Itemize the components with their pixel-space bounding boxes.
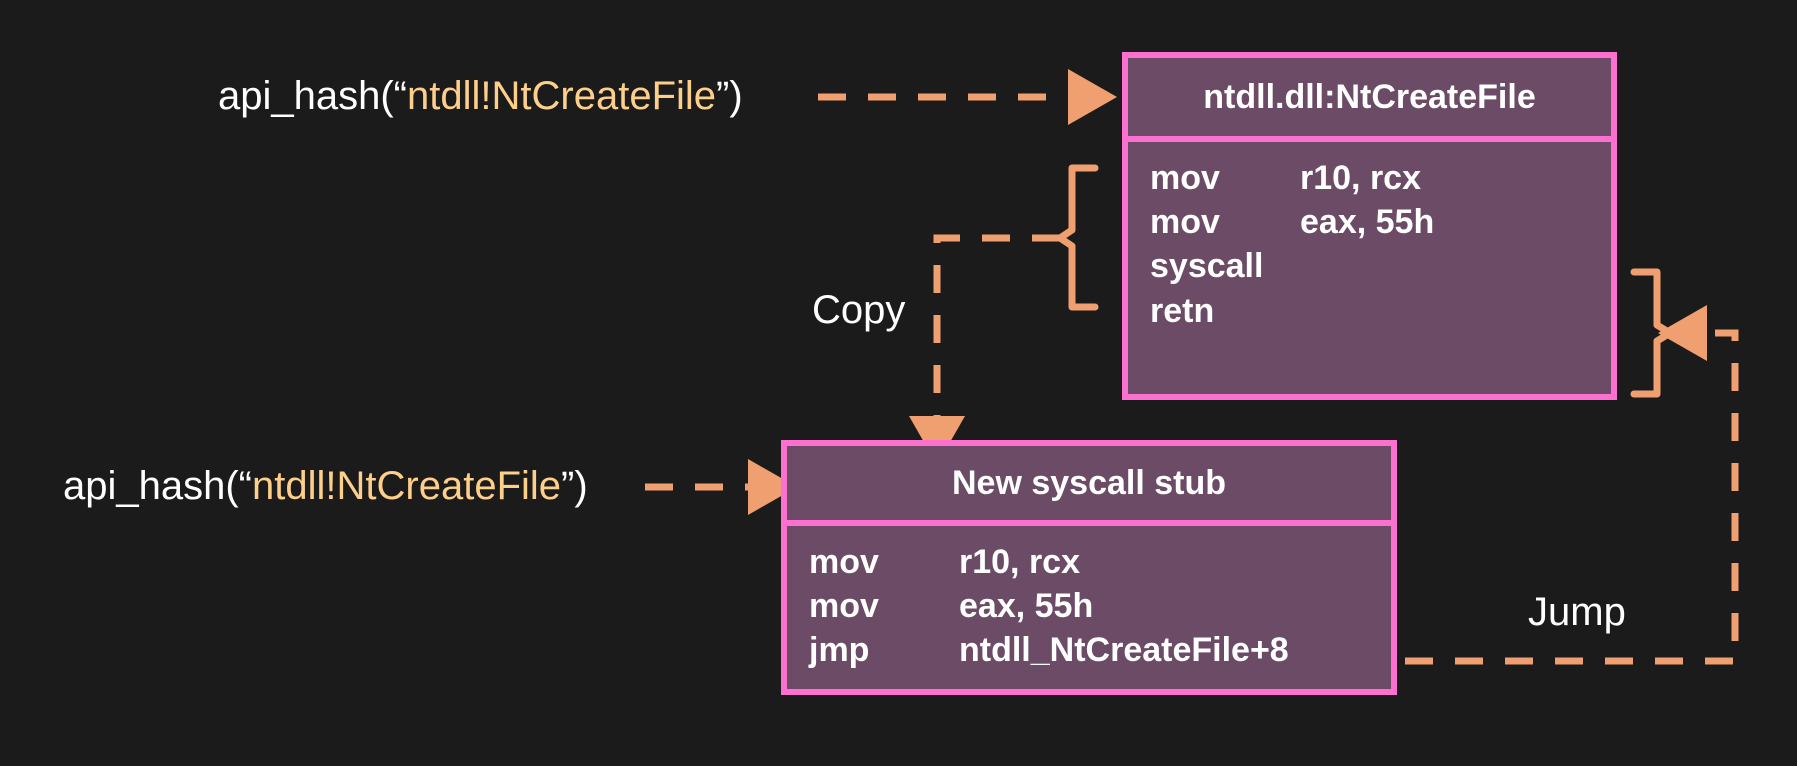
stub-box-body: mov r10, rcx mov eax, 55h jmp ntdll_NtCr… xyxy=(787,526,1391,673)
asm-operands xyxy=(1300,244,1611,288)
ntdll-box-body: mov r10, rcx mov eax, 55h syscall retn xyxy=(1128,142,1611,333)
asm-row: mov r10, rcx xyxy=(1150,156,1611,200)
asm-row: syscall xyxy=(1150,244,1611,288)
asm-row: retn xyxy=(1150,289,1611,333)
asm-operands: eax, 55h xyxy=(1300,203,1435,242)
arrow-copy xyxy=(909,234,1060,465)
api-hash-suffix-bottom: ”) xyxy=(561,464,588,508)
api-hash-arg-top: ntdll!NtCreateFile xyxy=(407,74,717,118)
asm-mnemonic: jmp xyxy=(809,631,870,670)
asm-mnemonic: mov xyxy=(809,587,879,626)
asm-row: mov eax, 55h xyxy=(1150,200,1611,244)
asm-mnemonic: mov xyxy=(1150,159,1220,197)
brace-ntdll-syscall xyxy=(1630,268,1674,398)
asm-operands: ntdll_NtCreateFile+8 xyxy=(959,631,1289,670)
asm-mnemonic: mov xyxy=(809,543,879,581)
api-hash-label-top: api_hash(“ntdll!NtCreateFile”) xyxy=(218,76,743,116)
api-hash-prefix-bottom: api_hash(“ xyxy=(63,464,253,508)
stub-box: New syscall stub mov r10, rcx mov eax, 5… xyxy=(781,440,1397,695)
asm-row: mov eax, 55h xyxy=(809,584,1391,628)
copy-edge-label: Copy xyxy=(812,288,906,332)
asm-row: jmp ntdll_NtCreateFile+8 xyxy=(809,628,1391,672)
asm-operands xyxy=(1300,289,1611,333)
api-hash-suffix-top: ”) xyxy=(716,74,743,118)
api-hash-label-bottom: api_hash(“ntdll!NtCreateFile”) xyxy=(63,466,588,506)
asm-operands: r10, rcx xyxy=(959,543,1080,581)
asm-operands: eax, 55h xyxy=(959,587,1094,626)
ntdll-box-title: ntdll.dll:NtCreateFile xyxy=(1128,58,1611,142)
ntdll-box: ntdll.dll:NtCreateFile mov r10, rcx mov … xyxy=(1122,52,1617,400)
asm-mnemonic: retn xyxy=(1150,291,1215,330)
api-hash-prefix-top: api_hash(“ xyxy=(218,74,408,118)
asm-row: mov r10, rcx xyxy=(809,540,1391,584)
api-hash-arg-bottom: ntdll!NtCreateFile xyxy=(252,464,562,508)
asm-mnemonic: mov xyxy=(1150,203,1220,242)
asm-operands: r10, rcx xyxy=(1300,159,1421,197)
brace-ntdll-prologue xyxy=(1056,164,1099,311)
stub-box-title: New syscall stub xyxy=(787,446,1391,526)
asm-mnemonic: syscall xyxy=(1150,247,1264,286)
jump-edge-label: Jump xyxy=(1528,590,1626,634)
